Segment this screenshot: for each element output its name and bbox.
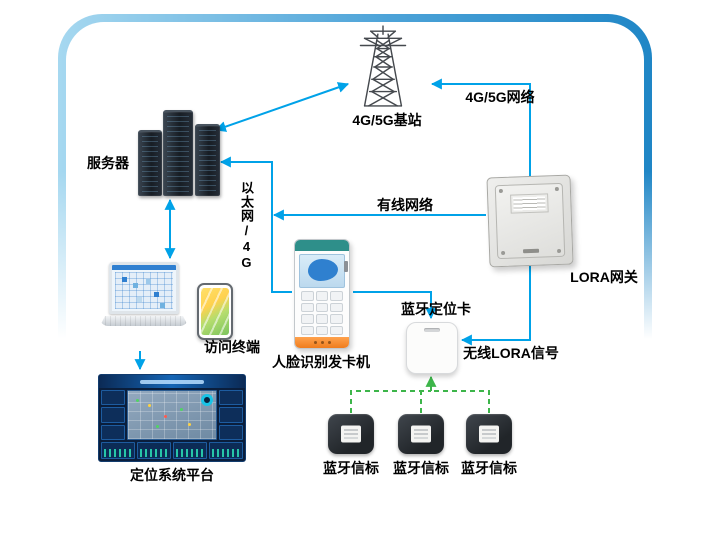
lora-gateway [486,174,574,268]
dashboard-right-panels [219,390,243,440]
edge-label-cellular: 4G/5G网络 [465,89,535,105]
dashboard-panel [219,390,243,406]
platform-dashboard [98,374,246,462]
dashboard-panel [101,390,125,406]
dashboard-map-markers [136,399,139,402]
beacon-sticker [411,425,431,443]
laptop-keyboard [100,316,188,326]
indicator-dot [313,341,317,344]
beacon-label: 蓝牙信标 [393,460,449,476]
keypad-key [330,291,343,301]
gateway-sticker [510,193,549,214]
keypad-key [330,325,343,335]
keypad-key [315,302,329,312]
cell-tower-icon [359,25,407,107]
dispenser-label: 人脸识别发卡机 [272,354,370,370]
dashboard-mini-chart [137,442,171,459]
ble-card-label: 蓝牙定位卡 [401,301,471,317]
edge-label-wired: 有线网络 [377,197,433,213]
keypad-key [315,325,329,335]
gateway-label: LORA网关 [570,269,638,285]
keypad-key [301,325,314,335]
beacon-label: 蓝牙信标 [461,460,517,476]
indicator-dot [327,341,331,344]
screw-icon [556,248,562,254]
card-dispenser [294,239,350,349]
server-unit [138,130,162,196]
dashboard-footer [99,442,245,461]
gateway-panel [494,182,566,260]
dashboard-title-bar [140,379,204,384]
screw-icon [554,186,559,192]
dashboard-body [99,388,245,442]
cell-tower [345,24,421,110]
dispenser-base [295,337,349,348]
gateway-port [522,248,540,254]
bluetooth-beacon [398,414,444,454]
dashboard-left-panels [101,390,125,440]
laptop [100,262,188,348]
keypad-key [315,291,329,301]
dashboard-panel [101,407,125,423]
server-label: 服务器 [87,155,129,171]
dispenser-screen [299,254,348,288]
edge-label-lora: 无线LORA信号 [463,345,559,361]
dashboard-map [127,390,217,440]
dashboard-panel [219,424,243,440]
screw-icon [498,188,504,194]
dashboard-mini-chart [173,442,207,459]
bluetooth-beacon [328,414,374,454]
laptop-screen [109,262,179,314]
keypad-key [301,314,314,324]
keypad-key [301,302,314,312]
phone [197,283,233,340]
beacon-label: 蓝牙信标 [323,460,379,476]
beacon-sticker [479,425,499,443]
indicator-dot [320,341,324,344]
server-unit [195,124,220,196]
server-unit [163,110,193,196]
beacon-sticker [341,425,361,443]
card-slot [344,261,348,272]
dashboard-gauge [201,394,213,406]
dispenser-header [295,240,349,251]
dashboard-panel [101,424,125,440]
dashboard-panel [219,407,243,423]
tower-label: 4G/5G基站 [352,112,422,128]
keypad-key [330,302,343,312]
laptop-map-markers [122,277,127,282]
bluetooth-beacon [466,414,512,454]
keypad-key [330,314,343,324]
laptop-screen-header [112,265,176,270]
edge-label-ethernet: 以太网/4G [238,181,254,271]
dashboard-mini-chart [209,442,243,459]
terminal-label: 访问终端 [204,339,260,355]
dashboard-mini-chart [101,442,135,459]
dispenser-keypad [301,291,343,335]
dashboard-header [99,375,245,388]
keypad-key [301,291,314,301]
bluetooth-card [406,322,458,374]
china-map-icon [308,259,338,281]
platform-label: 定位系统平台 [130,467,214,483]
server-rack [138,106,220,196]
screw-icon [501,250,506,256]
lanyard-slot [424,328,440,332]
keypad-key [315,314,329,324]
phone-map-screen [201,288,229,335]
